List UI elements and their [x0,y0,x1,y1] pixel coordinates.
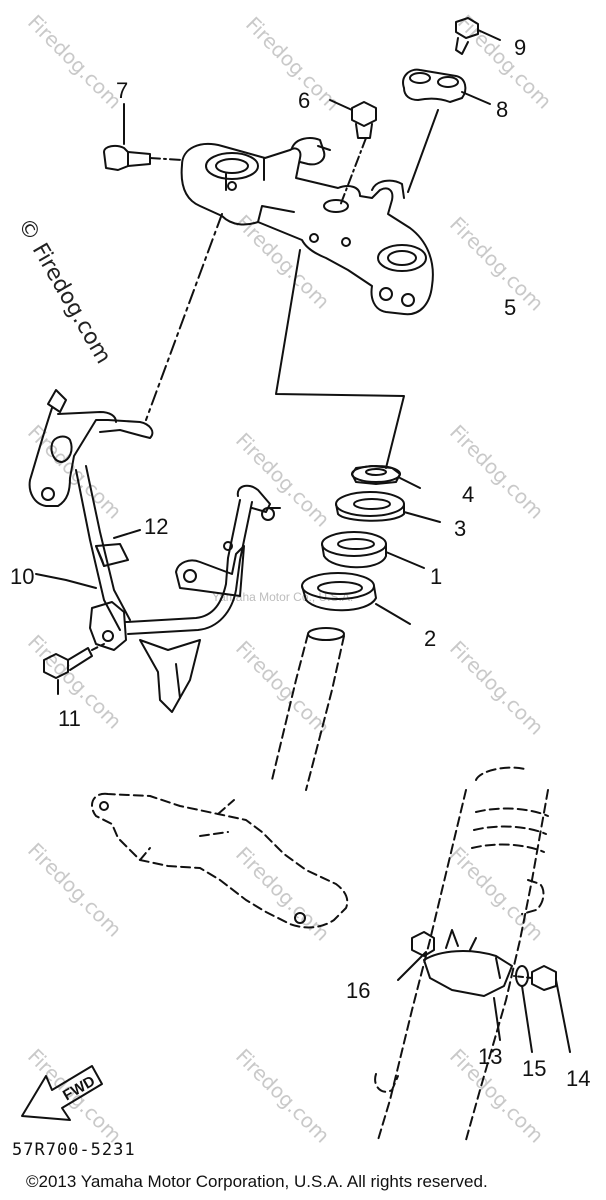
race-2 [301,572,411,625]
copyright-notice: ©2013 Yamaha Motor Corporation, U.S.A. A… [26,1172,488,1191]
guide-13 [423,929,513,1041]
callout-13: 13 [478,1044,503,1069]
callout-12: 12 [144,514,169,539]
part-code: 57R700-5231 [12,1140,136,1160]
washer-15 [515,965,533,1053]
nut-16 [397,931,435,981]
bearing-1 [321,531,425,569]
callout-3: 3 [454,516,467,541]
fwd-arrow [21,1065,103,1121]
washer-3 [335,491,441,523]
nut-4 [351,465,421,489]
callout-6: 6 [298,88,311,113]
callout-5: 5 [504,295,517,320]
steering-stem [91,627,349,929]
callout-10: 10 [10,564,35,589]
upper-bracket [180,137,434,316]
callout-7: 7 [116,78,129,103]
callout-2: 2 [424,626,437,651]
bolt-14 [513,965,571,1053]
fork-tube [374,766,549,1141]
callout-11: 11 [58,706,81,731]
callout-16: 16 [346,978,371,1003]
callout-15: 15 [522,1056,547,1081]
callout-14: 14 [566,1066,591,1091]
bolt-11 [43,643,105,695]
bolt-9 [455,17,501,55]
bolt-7 [103,103,183,171]
holder-8 [402,68,491,193]
callout-1: 1 [430,564,443,589]
callout-8: 8 [496,97,509,122]
inner-watermark: Yamaha Motor Co., U.S.A. [212,590,354,604]
callout-9: 9 [514,35,527,60]
callout-4: 4 [462,482,475,507]
bracket-10 [28,389,281,713]
bolt-6 [329,99,377,207]
